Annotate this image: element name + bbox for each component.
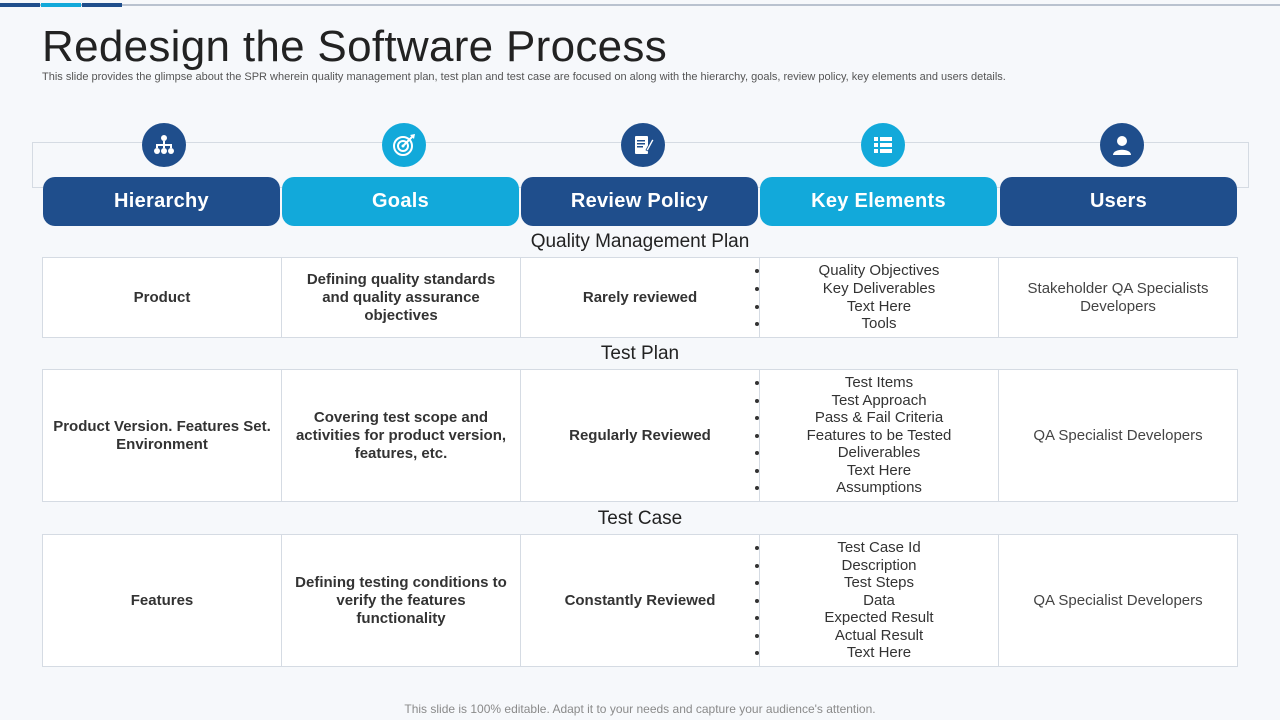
hierarchy-cell: Product: [42, 257, 282, 338]
list-item: Features to be Tested: [770, 427, 988, 445]
user-icon: [1100, 123, 1144, 167]
table-row: Product Defining quality standards and q…: [42, 257, 1238, 338]
key-elements-list: Quality Objectives Key Deliverables Text…: [770, 262, 988, 332]
list-icon: [861, 123, 905, 167]
target-icon: [382, 123, 426, 167]
review-policy-cell: Constantly Reviewed: [520, 534, 760, 667]
hierarchy-cell: Features: [42, 534, 282, 667]
hierarchy-cell: Product Version. Features Set. Environme…: [42, 369, 282, 502]
key-elements-list: Test Case Id Description Test Steps Data…: [770, 539, 988, 662]
accent-segment: [41, 3, 81, 7]
section-title-test-case: Test Case: [597, 508, 683, 529]
users-cell: QA Specialist Developers: [998, 369, 1238, 502]
table-row: Features Defining testing conditions to …: [42, 534, 1238, 667]
page-title: Redesign the Software Process: [42, 22, 668, 71]
list-item: Text Here: [770, 298, 988, 316]
list-item: Test Case Id: [770, 539, 988, 557]
top-accent-bar: [0, 3, 1280, 7]
list-item: Text Here: [770, 462, 988, 480]
list-item: Pass & Fail Criteria: [770, 409, 988, 427]
list-item: Assumptions: [770, 479, 988, 497]
list-item: Key Deliverables: [770, 280, 988, 298]
goals-cell: Covering test scope and activities for p…: [281, 369, 521, 502]
page-subtitle: This slide provides the glimpse about th…: [42, 71, 1006, 83]
footer-note: This slide is 100% editable. Adapt it to…: [404, 702, 876, 716]
users-cell: QA Specialist Developers: [998, 534, 1238, 667]
list-item: Expected Result: [770, 609, 988, 627]
key-elements-cell: Quality Objectives Key Deliverables Text…: [759, 257, 999, 338]
document-edit-icon: [621, 123, 665, 167]
header-review-policy: Review Policy: [521, 177, 758, 226]
key-elements-cell: Test Case Id Description Test Steps Data…: [759, 534, 999, 667]
header-users: Users: [1000, 177, 1237, 226]
list-item: Deliverables: [770, 444, 988, 462]
list-item: Quality Objectives: [770, 262, 988, 280]
key-elements-list: Test Items Test Approach Pass & Fail Cri…: [770, 374, 988, 497]
list-item: Actual Result: [770, 627, 988, 645]
goals-cell: Defining testing conditions to verify th…: [281, 534, 521, 667]
list-item: Test Approach: [770, 392, 988, 410]
review-policy-cell: Regularly Reviewed: [520, 369, 760, 502]
users-cell: Stakeholder QA Specialists Developers: [998, 257, 1238, 338]
header-key-elements: Key Elements: [760, 177, 997, 226]
list-item: Tools: [770, 315, 988, 333]
table-row: Product Version. Features Set. Environme…: [42, 369, 1238, 502]
review-policy-cell: Rarely reviewed: [520, 257, 760, 338]
header-hierarchy: Hierarchy: [43, 177, 280, 226]
section-table: Product Version. Features Set. Environme…: [42, 369, 1238, 502]
list-item: Test Items: [770, 374, 988, 392]
section-table: Features Defining testing conditions to …: [42, 534, 1238, 667]
list-item: Data: [770, 592, 988, 610]
section-table: Product Defining quality standards and q…: [42, 257, 1238, 338]
header-goals: Goals: [282, 177, 519, 226]
section-title-quality-management-plan: Quality Management Plan: [530, 231, 750, 252]
hierarchy-icon: [142, 123, 186, 167]
accent-segment: [82, 3, 122, 7]
section-title-test-plan: Test Plan: [600, 343, 680, 364]
list-item: Description: [770, 557, 988, 575]
accent-segment: [0, 3, 40, 7]
key-elements-cell: Test Items Test Approach Pass & Fail Cri…: [759, 369, 999, 502]
goals-cell: Defining quality standards and quality a…: [281, 257, 521, 338]
list-item: Text Here: [770, 644, 988, 662]
list-item: Test Steps: [770, 574, 988, 592]
